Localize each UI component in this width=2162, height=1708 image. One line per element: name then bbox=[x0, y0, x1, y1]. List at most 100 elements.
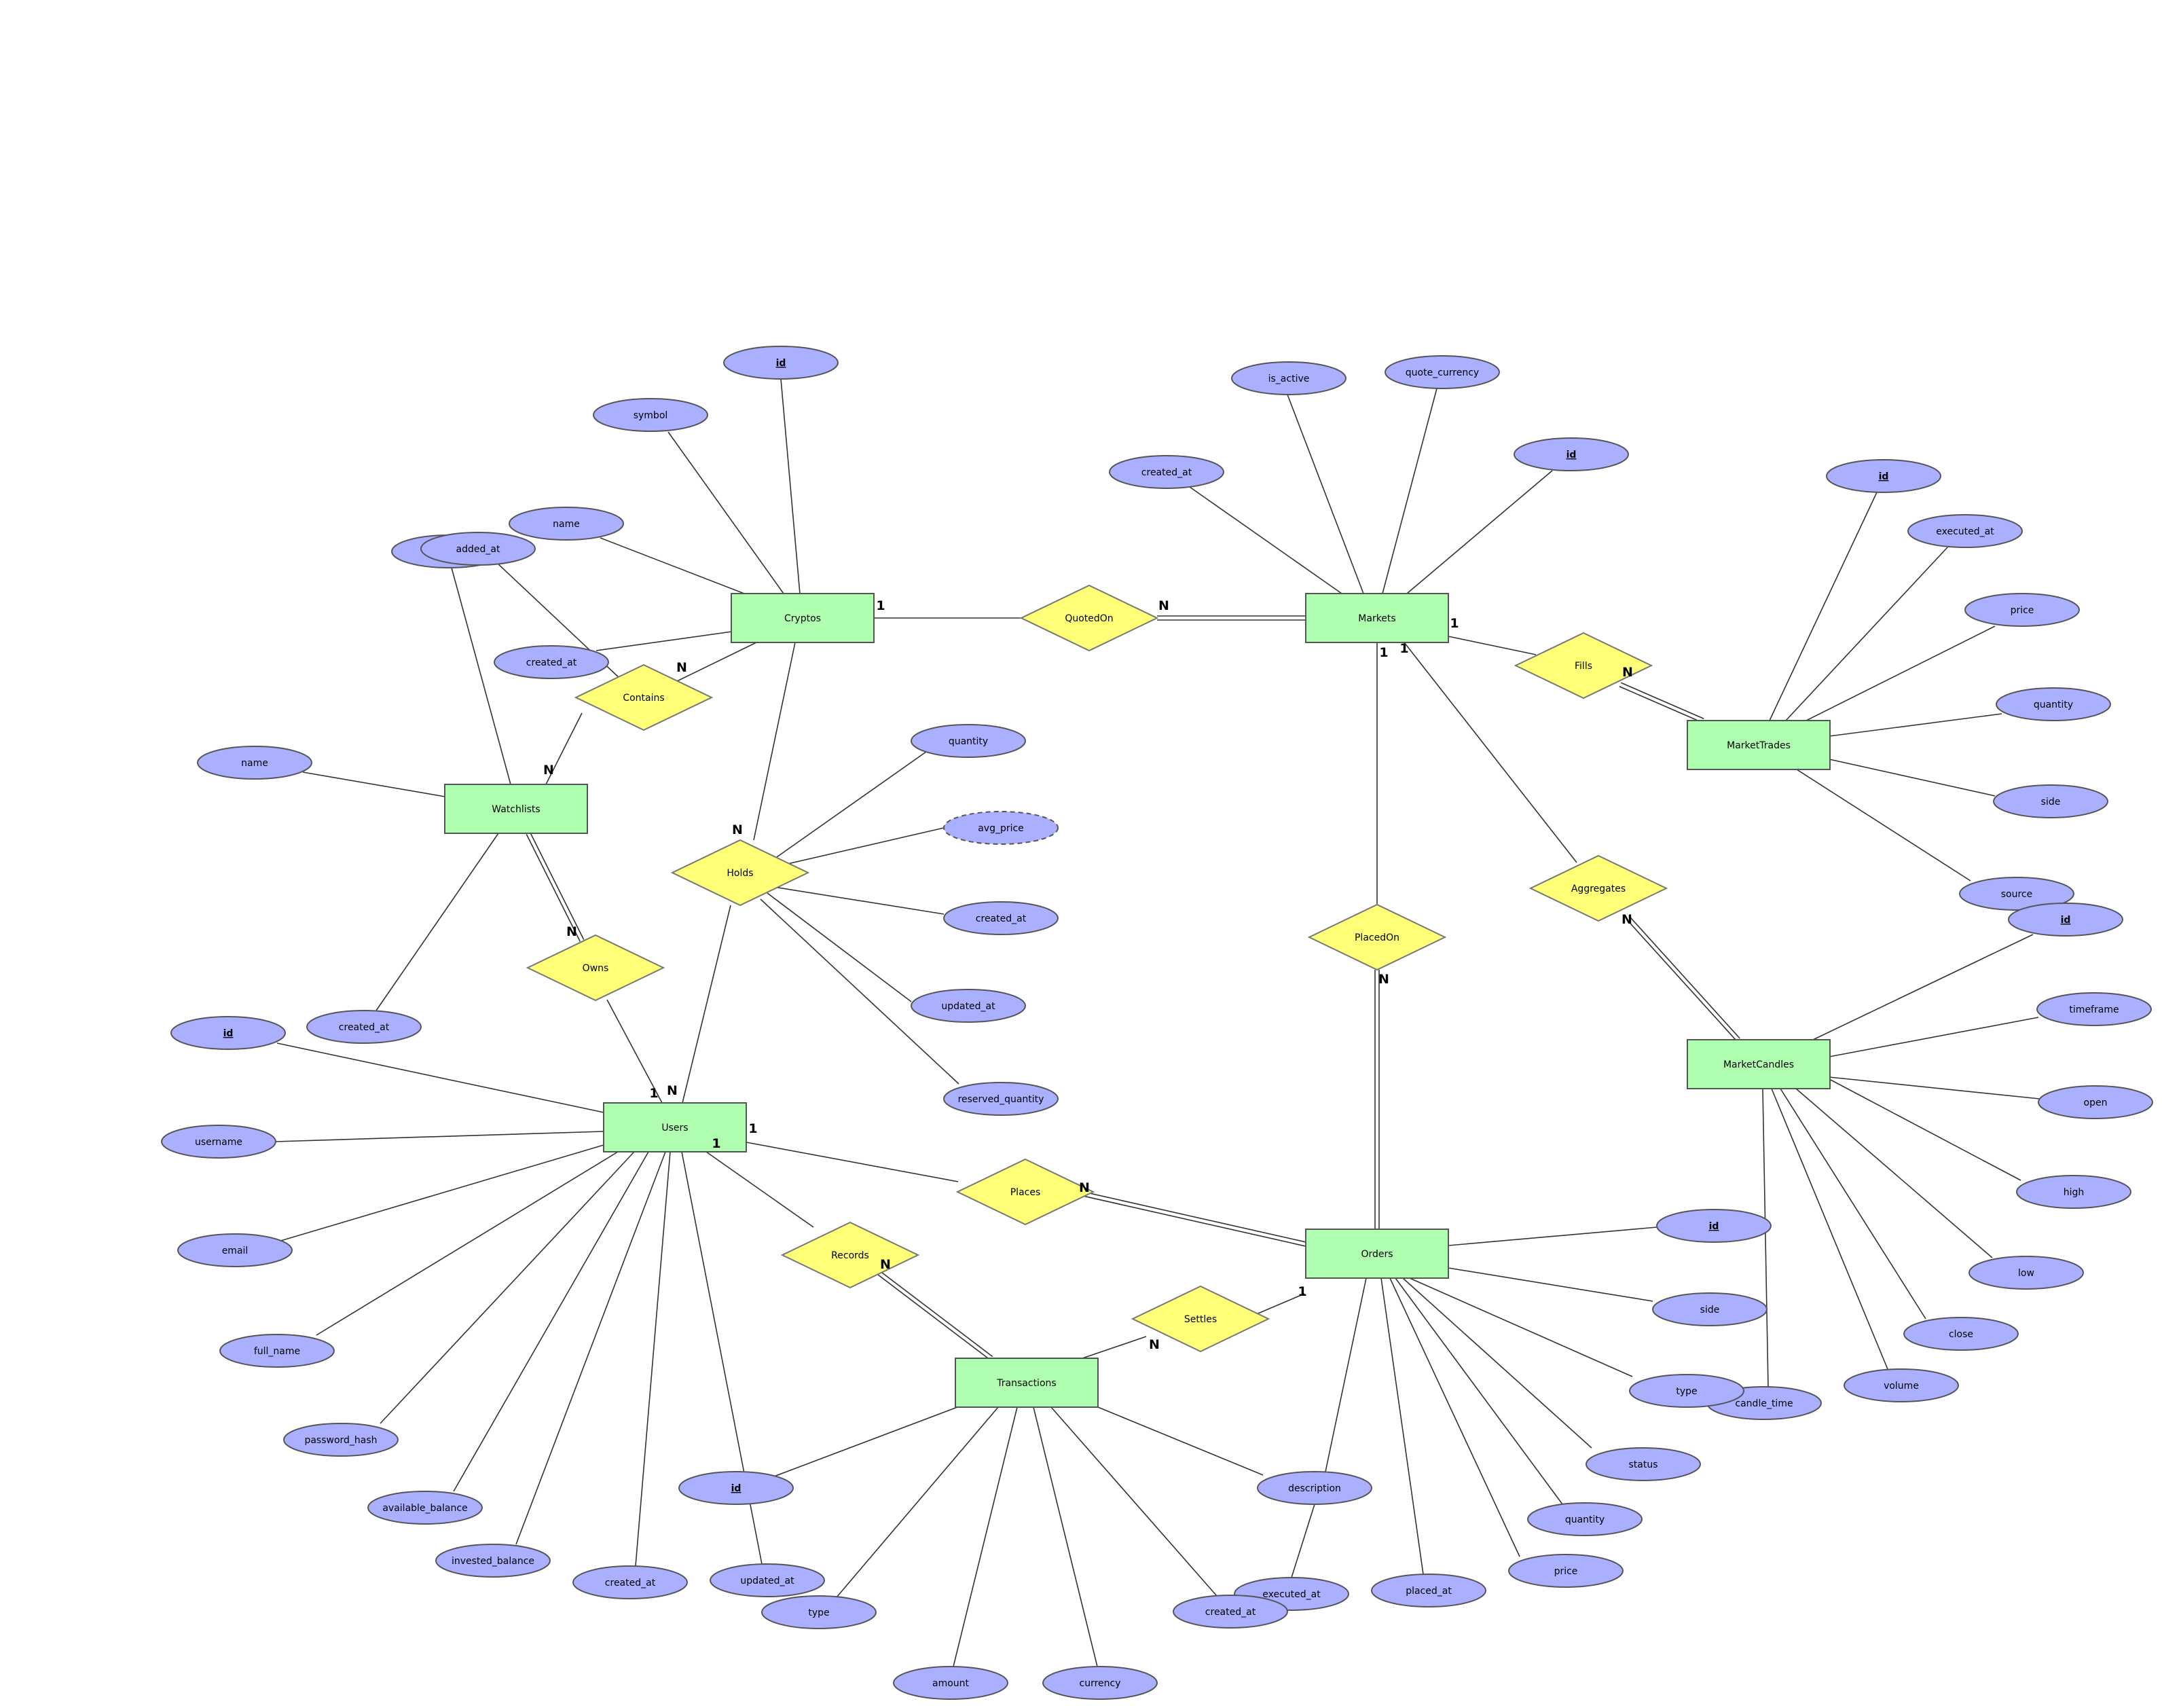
entity-marketcandles[interactable]: MarketCandles bbox=[1687, 1039, 1831, 1089]
cardinality-label-many: N bbox=[676, 660, 687, 675]
attribute-label: high bbox=[2064, 1187, 2085, 1198]
attribute-users-available-balance[interactable]: available_balance bbox=[367, 1491, 483, 1525]
attribute-cryptos-name[interactable]: name bbox=[509, 507, 624, 541]
connector-line bbox=[515, 1151, 666, 1545]
relationship-fills[interactable]: Fills bbox=[1514, 632, 1653, 699]
connector-line bbox=[451, 567, 511, 785]
attribute-orders-placed-at[interactable]: placed_at bbox=[1371, 1574, 1486, 1607]
entity-markets[interactable]: Markets bbox=[1305, 593, 1449, 643]
attribute-label: avg_price bbox=[978, 823, 1024, 834]
total-participation-line bbox=[1626, 919, 1738, 1042]
relationship-holds[interactable]: Holds bbox=[670, 839, 810, 907]
attribute-trades-side[interactable]: side bbox=[1993, 784, 2108, 818]
total-participation-line bbox=[1629, 916, 1740, 1039]
attribute-label: name bbox=[241, 758, 268, 769]
attribute-label: created_at bbox=[339, 1022, 390, 1033]
attribute-users-username[interactable]: username bbox=[161, 1125, 276, 1159]
cardinality-label-many: N bbox=[1622, 665, 1633, 680]
attribute-contains-added-at[interactable]: added_at bbox=[420, 532, 536, 566]
connector-line bbox=[1785, 547, 1948, 721]
connector-line bbox=[276, 1042, 604, 1113]
attribute-tx-description[interactable]: description bbox=[1257, 1471, 1372, 1505]
attribute-orders-type[interactable]: type bbox=[1629, 1374, 1744, 1408]
connector-line bbox=[1829, 1017, 2039, 1057]
attribute-holds-reserved-quantity[interactable]: reserved_quantity bbox=[943, 1082, 1059, 1116]
attribute-label: low bbox=[2018, 1268, 2034, 1279]
connector-line bbox=[1325, 1277, 1367, 1472]
attribute-candles-volume[interactable]: volume bbox=[1844, 1368, 1959, 1402]
cardinality-label-many: N bbox=[1149, 1337, 1160, 1352]
relationship-aggregates[interactable]: Aggregates bbox=[1528, 854, 1668, 922]
attribute-label: username bbox=[195, 1137, 242, 1148]
attribute-label: quantity bbox=[2034, 699, 2073, 710]
attribute-candles-close[interactable]: close bbox=[1903, 1317, 2019, 1351]
attribute-cryptos-symbol[interactable]: symbol bbox=[593, 398, 708, 432]
attribute-holds-created-at[interactable]: created_at bbox=[943, 901, 1059, 935]
connector-line bbox=[1406, 470, 1553, 594]
attribute-label: id bbox=[1879, 471, 1889, 482]
attribute-orders-side[interactable]: side bbox=[1652, 1292, 1767, 1326]
entity-users[interactable]: Users bbox=[603, 1102, 747, 1152]
attribute-tx-id[interactable]: id bbox=[678, 1471, 794, 1505]
attribute-orders-quantity[interactable]: quantity bbox=[1527, 1502, 1643, 1536]
attribute-tx-currency[interactable]: currency bbox=[1042, 1666, 1158, 1700]
cardinality-label-one: 1 bbox=[1379, 645, 1388, 660]
attribute-markets-created-at[interactable]: created_at bbox=[1109, 455, 1224, 489]
attribute-holds-quantity[interactable]: quantity bbox=[911, 724, 1026, 758]
attribute-cryptos-id[interactable]: id bbox=[723, 346, 839, 380]
relationship-contains[interactable]: Contains bbox=[574, 664, 714, 731]
attribute-trades-executed-at[interactable]: executed_at bbox=[1907, 514, 2023, 548]
entity-orders[interactable]: Orders bbox=[1305, 1229, 1449, 1279]
attribute-trades-quantity[interactable]: quantity bbox=[1996, 687, 2111, 721]
attribute-users-created-at[interactable]: created_at bbox=[572, 1565, 688, 1599]
attribute-label: updated_at bbox=[740, 1576, 794, 1586]
entity-transactions[interactable]: Transactions bbox=[955, 1358, 1099, 1408]
connector-line bbox=[836, 1406, 999, 1598]
relationship-places[interactable]: Places bbox=[955, 1158, 1095, 1226]
attribute-trades-price[interactable]: price bbox=[1964, 593, 2080, 627]
attribute-tx-type[interactable]: type bbox=[761, 1595, 877, 1629]
attribute-holds-updated-at[interactable]: updated_at bbox=[911, 989, 1026, 1023]
attribute-markets-id[interactable]: id bbox=[1514, 437, 1629, 471]
attribute-users-updated-at[interactable]: updated_at bbox=[710, 1563, 825, 1597]
attribute-trades-source[interactable]: source bbox=[1959, 877, 2074, 911]
attribute-users-full-name[interactable]: full_name bbox=[219, 1334, 335, 1368]
relationship-placedon[interactable]: PlacedOn bbox=[1307, 903, 1447, 971]
attribute-watchlists-name[interactable]: name bbox=[197, 746, 312, 780]
attribute-candles-id[interactable]: id bbox=[2008, 903, 2123, 937]
attribute-users-id[interactable]: id bbox=[170, 1016, 286, 1050]
attribute-trades-id[interactable]: id bbox=[1826, 459, 1941, 493]
cardinality-label-one: 1 bbox=[1399, 641, 1408, 656]
entity-cryptos[interactable]: Cryptos bbox=[731, 593, 875, 643]
attribute-cryptos-created-at[interactable]: created_at bbox=[494, 645, 609, 679]
attribute-candles-open[interactable]: open bbox=[2038, 1085, 2153, 1119]
connector-line bbox=[682, 905, 731, 1104]
attribute-candles-high[interactable]: high bbox=[2016, 1175, 2131, 1209]
attribute-orders-status[interactable]: status bbox=[1586, 1447, 1701, 1481]
attribute-tx-amount[interactable]: amount bbox=[893, 1666, 1008, 1700]
entity-markettrades[interactable]: MarketTrades bbox=[1687, 720, 1831, 770]
attribute-markets-quote-currency[interactable]: quote_currency bbox=[1385, 355, 1500, 389]
relationship-quotedon[interactable]: QuotedOn bbox=[1019, 584, 1159, 652]
attribute-label: email bbox=[222, 1246, 249, 1256]
attribute-label: full_name bbox=[254, 1346, 300, 1357]
attribute-users-invested-balance[interactable]: invested_balance bbox=[435, 1544, 551, 1578]
attribute-label: type bbox=[808, 1607, 829, 1618]
connector-line bbox=[453, 1151, 649, 1492]
attribute-candles-low[interactable]: low bbox=[1968, 1256, 2084, 1290]
attribute-orders-price[interactable]: price bbox=[1508, 1554, 1624, 1588]
entity-label: MarketCandles bbox=[1723, 1059, 1794, 1070]
attribute-label: created_at bbox=[1205, 1607, 1256, 1618]
attribute-tx-created-at[interactable]: created_at bbox=[1173, 1595, 1288, 1629]
attribute-candles-timeframe[interactable]: timeframe bbox=[2036, 992, 2152, 1026]
relationship-settles[interactable]: Settles bbox=[1131, 1285, 1270, 1353]
attribute-users-email[interactable]: email bbox=[177, 1233, 293, 1267]
attribute-markets-is-active[interactable]: is_active bbox=[1231, 361, 1346, 395]
attribute-holds-avg-price[interactable]: avg_price bbox=[943, 811, 1059, 845]
attribute-orders-id[interactable]: id bbox=[1656, 1209, 1772, 1243]
attribute-watchlists-created-at[interactable]: created_at bbox=[306, 1010, 422, 1044]
attribute-users-password-hash[interactable]: password_hash bbox=[283, 1423, 399, 1457]
relationship-records[interactable]: Records bbox=[780, 1221, 920, 1289]
relationship-owns[interactable]: Owns bbox=[526, 934, 665, 1002]
entity-watchlists[interactable]: Watchlists bbox=[444, 784, 588, 834]
